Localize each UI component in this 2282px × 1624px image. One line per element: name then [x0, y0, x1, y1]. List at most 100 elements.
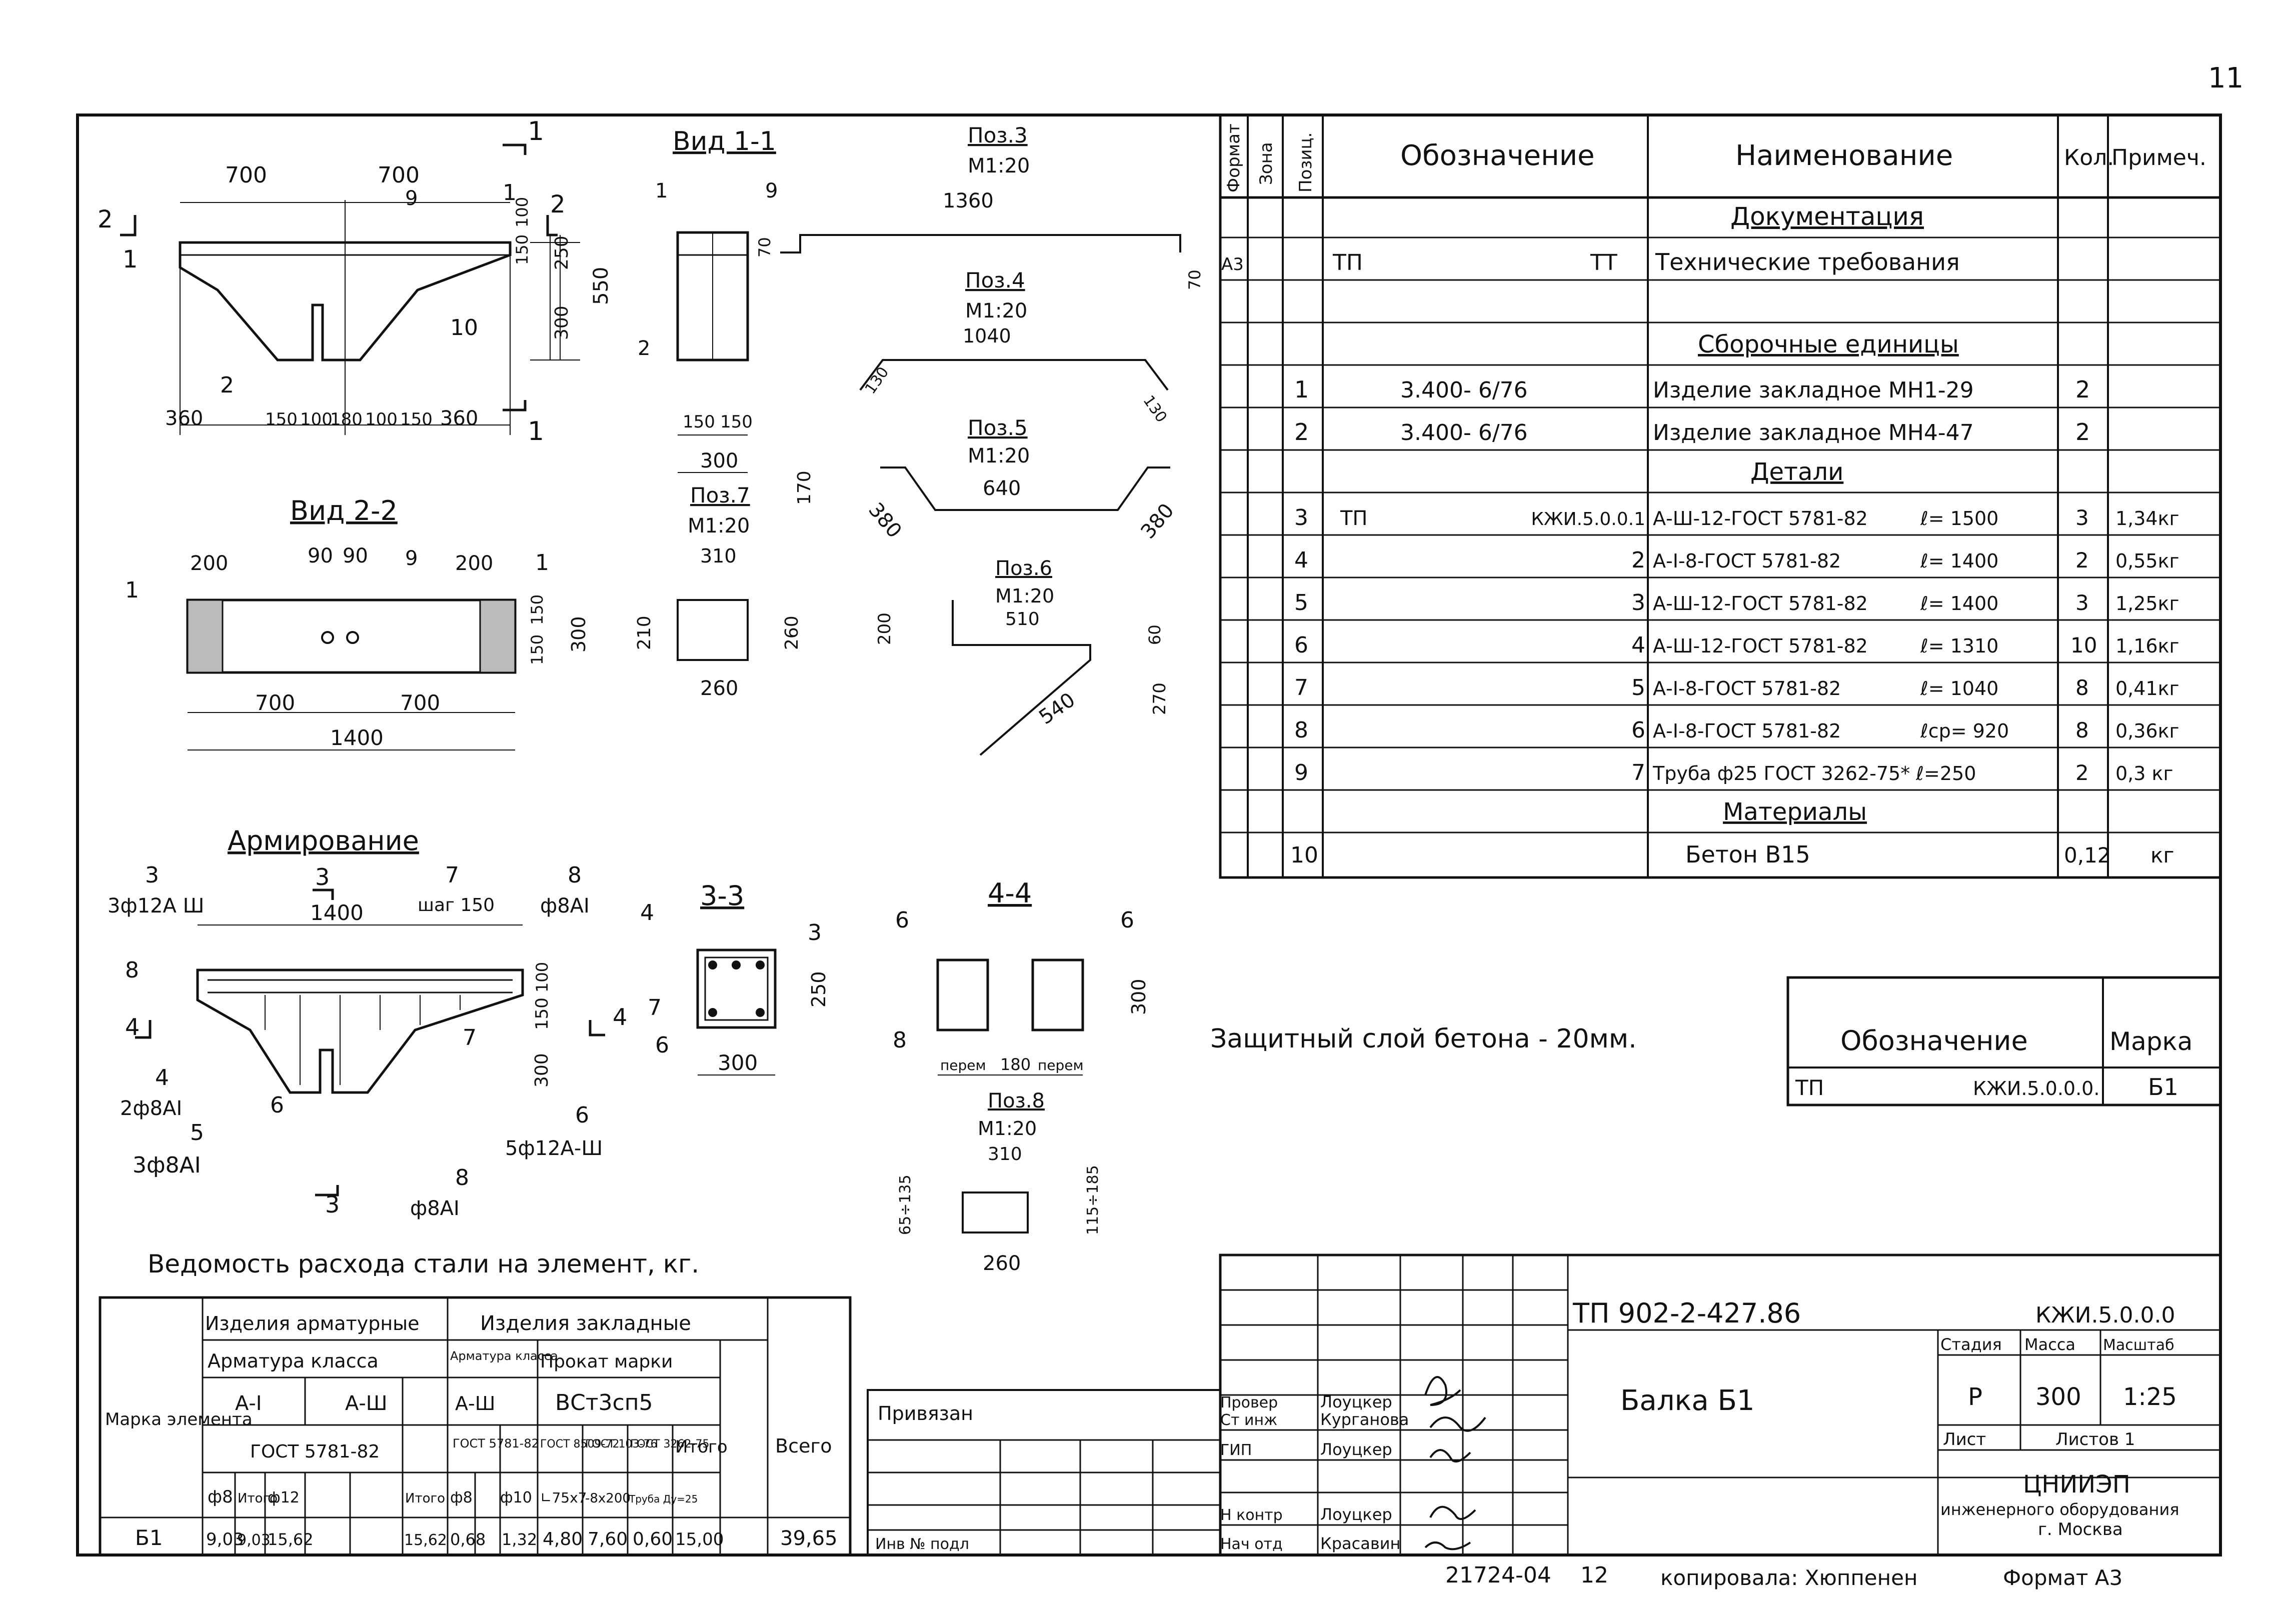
dim-label: 540: [1035, 688, 1079, 729]
callout: 5ф12А-Ш: [505, 1137, 603, 1160]
title-stage: Р: [1968, 1383, 1982, 1411]
callout: 8: [568, 862, 582, 888]
title-mass: 300: [2035, 1383, 2081, 1411]
dim-label: 510: [1005, 609, 1040, 630]
dim-label: 150: [528, 634, 547, 665]
dim-label: перем: [940, 1057, 986, 1074]
callout: шаг 150: [418, 895, 495, 916]
spec-header-zone: Зона: [1256, 142, 1276, 185]
role-name: Лоуцкер: [1320, 1392, 1392, 1412]
detail-length: ℓ= 1500: [1920, 508, 1998, 530]
view-title: Армирование: [228, 825, 419, 856]
view-title: Вид 1-1: [673, 126, 776, 156]
callout: 10: [450, 315, 478, 340]
steel-cell: 4,80: [543, 1529, 583, 1550]
dim-label: 100: [300, 410, 333, 430]
title-org-3: г. Москва: [2038, 1520, 2123, 1540]
pos-title: Поз.7: [690, 483, 750, 508]
detail-length: ℓ= 1040: [1920, 678, 1998, 700]
signature-roles: Провер Лоуцкер Ст инж Курганова ГИП Лоуц…: [1220, 1376, 1486, 1553]
detail-pos: 8: [1294, 718, 1308, 743]
dim-label: 260: [700, 677, 738, 700]
bar-pos-7: Поз.7 М1:20 310 210 260 260: [634, 483, 802, 700]
doc-code: ТТ: [1590, 250, 1617, 276]
callout: 8: [125, 958, 139, 983]
signature: [1429, 1506, 1476, 1520]
bar-pos-4: Поз.4 М1:20 1040 130 130: [859, 268, 1170, 426]
title-name: Балка Б1: [1620, 1384, 1755, 1417]
detail-code: 7: [1631, 760, 1645, 786]
role-label: ГИП: [1220, 1442, 1252, 1459]
dim-label: 200: [875, 612, 895, 645]
title-org-2: инженерного оборудования: [1940, 1500, 2179, 1519]
dim-label: 200: [190, 552, 228, 575]
footer-format: Формат А3: [2003, 1566, 2122, 1590]
doc-name: Технические требования: [1655, 248, 1960, 276]
callout: 3ф12А Ш: [108, 894, 204, 918]
dim-label: 700: [400, 690, 440, 715]
dim-label: 300: [718, 1050, 758, 1075]
dim-label: 150: [513, 234, 532, 265]
callout: 9: [405, 187, 418, 210]
steel-sub-total2: Итого: [405, 1491, 445, 1506]
steel-class-a3-b: А-Ш: [455, 1392, 495, 1414]
signature: [1429, 1416, 1486, 1432]
callout: 6: [270, 1092, 284, 1118]
callout: 9: [405, 547, 418, 570]
assembly-designation: 3.400- 6/76: [1400, 420, 1528, 446]
dim-label: 65÷135: [897, 1174, 914, 1235]
cut-label: 1: [528, 416, 544, 446]
pos-scale: М1:20: [968, 154, 1030, 178]
title-block: Привязан Инв № подл ТП 902-2-427.86 КЖИ.…: [867, 1254, 2222, 1556]
callout: 3ф8АI: [133, 1152, 201, 1178]
pos-scale: М1:20: [968, 444, 1030, 468]
dim-label: 70: [1185, 270, 1204, 290]
callout: 6: [1120, 908, 1134, 933]
material-note: кг: [2150, 843, 2174, 868]
steel-grand-total: Всего: [775, 1435, 832, 1457]
detail-rows: 3 ТП КЖИ.5.0.0.1 А-Ш-12-ГОСТ 5781-82 ℓ= …: [1294, 505, 2179, 786]
assembly-pos: 1: [1294, 376, 1309, 403]
steel-sub-total1: Итого: [238, 1491, 278, 1506]
steel-gost-5781-b: ГОСТ 5781-82: [453, 1436, 539, 1450]
dim-label: 210: [634, 616, 655, 650]
spec-section-details: Детали: [1750, 458, 1843, 486]
steel-cell: 7,60: [588, 1529, 628, 1550]
dim-label: 180: [330, 410, 363, 430]
steel-class-a3: А-Ш: [345, 1392, 388, 1415]
specification-table: Формат Зона Позиц. Обозначение Наименова…: [1219, 114, 2222, 879]
spec-header-pos: Позиц.: [1296, 132, 1316, 193]
dim-label: 300: [552, 306, 572, 340]
callout: 4: [155, 1065, 169, 1090]
dim-label: 150: [683, 412, 715, 432]
material-pos: 10: [1290, 842, 1318, 868]
detail-name: А-I-8-ГОСТ 5781-82: [1653, 678, 1841, 700]
detail-code: 2: [1631, 548, 1645, 573]
detail-length: ℓ= 1400: [1920, 592, 1998, 614]
pos-scale: М1:20: [978, 1118, 1037, 1140]
steel-sub-angle: ∟75х7: [540, 1490, 587, 1506]
dim-label: 150: [720, 412, 753, 432]
dim-label: 130: [1139, 392, 1170, 426]
spec-header-designation: Обозначение: [1400, 140, 1595, 172]
dim-label: 250: [552, 236, 572, 270]
signature: [1424, 1376, 1461, 1406]
steel-cell: 15,00: [675, 1530, 724, 1550]
cut-label: 3: [315, 864, 330, 890]
doc-format: А3: [1221, 254, 1244, 274]
title-scale-header: Масштаб: [2103, 1336, 2174, 1354]
dim-label: 180: [1000, 1055, 1031, 1074]
title-linked: Привязан: [878, 1402, 973, 1424]
dim-label: 100: [365, 410, 398, 430]
dim-label: 100: [533, 962, 552, 992]
dim-label: 115÷185: [1084, 1165, 1102, 1235]
dim-label: 250: [808, 971, 830, 1008]
assembly-name: Изделие закладное МН1-29: [1653, 378, 1974, 403]
dim-label: 130: [862, 364, 893, 398]
steel-rebar-class: Арматура класса: [208, 1350, 379, 1372]
dim-label: 380: [864, 498, 906, 542]
view-2-2: Вид 2-2 200 90 90 200 700 700 1400 150 1…: [125, 495, 590, 750]
steel-gost-8509: ГОСТ 8509-72: [540, 1438, 619, 1450]
cut-label: 4: [613, 1004, 627, 1030]
